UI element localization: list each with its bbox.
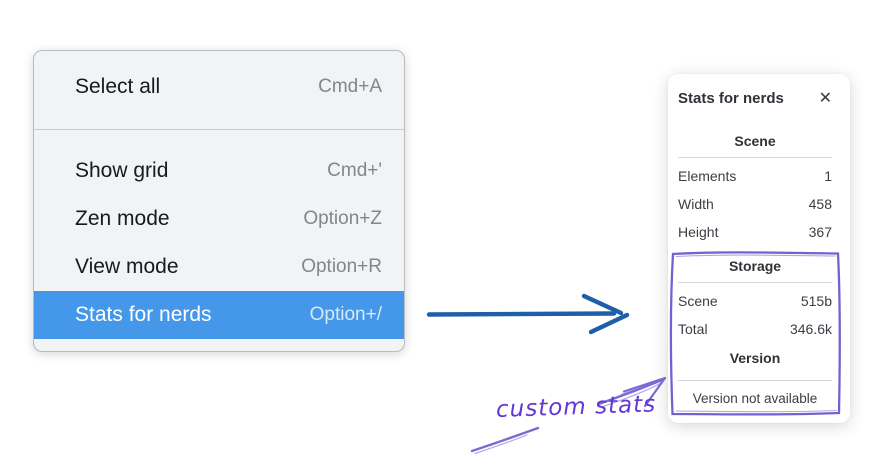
menu-item-label: Show grid xyxy=(75,159,169,182)
stats-panel-header: Stats for nerds ✕ xyxy=(678,87,832,109)
menu-item-label: Stats for nerds xyxy=(75,303,212,326)
stat-value: 458 xyxy=(808,196,832,212)
stat-label: Height xyxy=(678,224,719,240)
menu-separator xyxy=(34,129,404,130)
menu-item-shortcut: Cmd+A xyxy=(318,76,382,97)
section-divider xyxy=(678,157,832,158)
stat-row-scene-size: Scene 515b xyxy=(678,291,832,311)
menu-item-label: View mode xyxy=(75,255,179,278)
section-header-scene: Scene xyxy=(734,133,776,149)
menu-item-zen-mode[interactable]: Zen mode Option+Z xyxy=(34,195,404,243)
close-icon[interactable]: ✕ xyxy=(818,88,832,107)
stat-value: 1 xyxy=(824,168,832,184)
stat-label: Total xyxy=(678,321,708,337)
stats-panel: Stats for nerds ✕ Scene Elements 1 Width… xyxy=(668,74,850,423)
menu-item-shortcut: Option+R xyxy=(301,256,382,277)
custom-stats-annotation: custom stats xyxy=(495,391,657,423)
section-divider xyxy=(678,380,832,381)
menu-item-label: Select all xyxy=(75,75,161,98)
stat-value: 367 xyxy=(808,224,832,240)
context-menu: Select all Cmd+A Show grid Cmd+' Zen mod… xyxy=(33,50,405,352)
menu-item-shortcut: Cmd+' xyxy=(327,160,382,181)
stat-label: Elements xyxy=(678,168,737,184)
stat-row-elements: Elements 1 xyxy=(678,166,832,186)
menu-item-select-all[interactable]: Select all Cmd+A xyxy=(34,63,404,111)
section-header-version: Version xyxy=(729,350,781,366)
stat-row-width: Width 458 xyxy=(678,194,832,214)
stats-panel-title: Stats for nerds xyxy=(678,89,784,107)
version-note: Version not available xyxy=(692,391,818,406)
menu-item-stats-for-nerds[interactable]: Stats for nerds Option+/ xyxy=(34,291,404,339)
menu-item-shortcut: Option+Z xyxy=(303,208,382,229)
menu-item-view-mode[interactable]: View mode Option+R xyxy=(34,243,404,291)
blue-arrow xyxy=(426,293,630,335)
stat-row-height: Height 367 xyxy=(678,222,832,242)
section-divider xyxy=(678,282,832,283)
stat-row-total-size: Total 346.6k xyxy=(678,319,832,339)
stat-label: Width xyxy=(678,196,714,212)
stat-value: 515b xyxy=(800,293,832,309)
menu-item-label: Zen mode xyxy=(75,207,170,230)
stat-value: 346.6k xyxy=(789,321,832,337)
menu-item-shortcut: Option+/ xyxy=(309,304,382,325)
section-header-storage: Storage xyxy=(728,258,782,274)
menu-item-show-grid[interactable]: Show grid Cmd+' xyxy=(34,147,404,195)
stat-label: Scene xyxy=(678,293,718,309)
